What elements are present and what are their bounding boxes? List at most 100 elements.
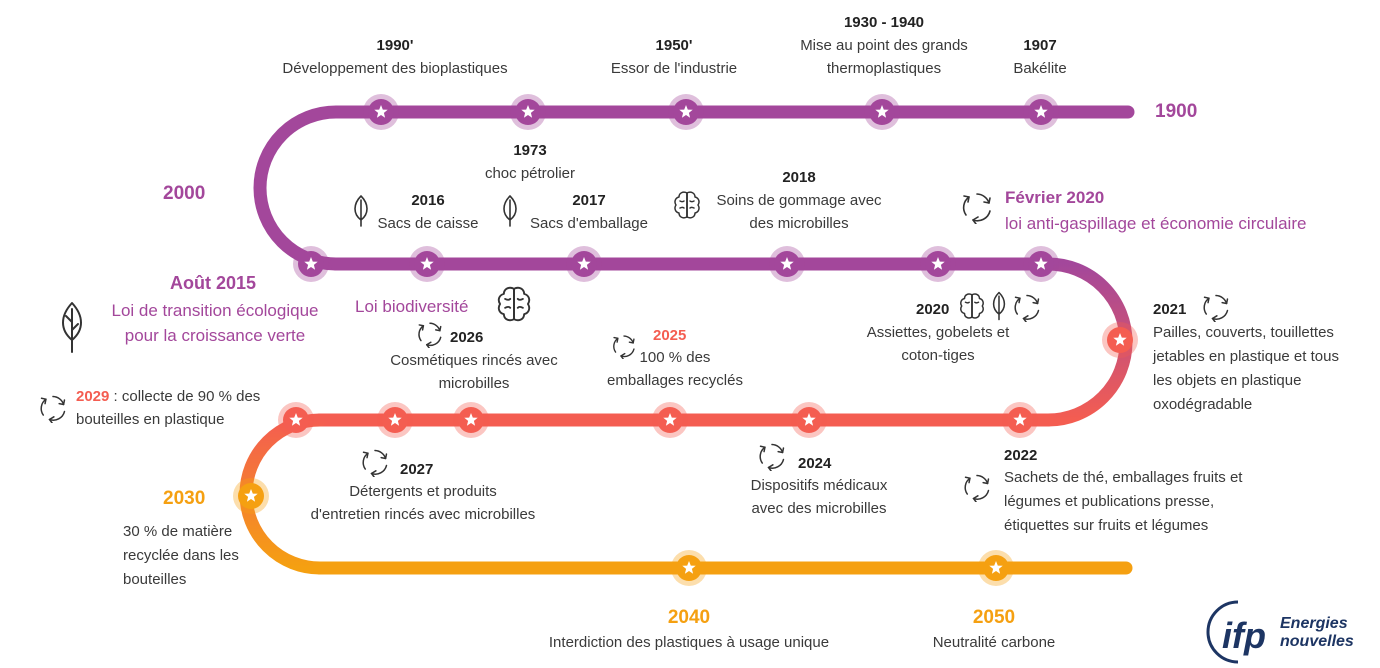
milestone-2020-text: Assiettes, gobelets et coton-tiges	[852, 321, 1024, 367]
milestone-text: Essor de l'industrie	[610, 60, 738, 77]
milestone-text-line: d'entretien rincés avec microbilles	[310, 506, 536, 523]
milestone-marker	[791, 402, 827, 438]
milestone-text-line: Soins de gommage avec	[716, 192, 882, 209]
logo-wordmark: Energies nouvelles	[1280, 615, 1354, 651]
milestone-text: Interdiction des plastiques à usage uniq…	[548, 634, 830, 651]
milestone-1990: 1990' Développement des bioplastiques	[266, 34, 524, 80]
milestone-text-line: Dispositifs médicaux	[750, 477, 888, 494]
year-2000: 2000	[163, 183, 206, 204]
milestone-fevrier-2020: Février 2020 loi anti-gaspillage et écon…	[1005, 185, 1306, 237]
milestone-marker	[978, 550, 1014, 586]
logo-line: nouvelles	[1280, 633, 1354, 650]
milestone-marker	[278, 402, 314, 438]
milestone-marker	[652, 402, 688, 438]
milestone-2018: 2018 Soins de gommage avec des microbill…	[704, 166, 894, 235]
star-icon	[663, 413, 677, 426]
milestone-text-line: recyclée dans les	[123, 547, 239, 564]
milestone-2026-year: 2026	[450, 329, 484, 346]
milestone-text: Sacs d'emballage	[530, 215, 648, 232]
milestone-text: : collecte de 90 % des	[109, 388, 261, 405]
logo-mark-text: ifp	[1222, 615, 1266, 656]
recycle-icon	[613, 335, 635, 359]
milestone-marker	[1023, 246, 1059, 282]
milestone-2050: 2050 Neutralité carbone	[914, 605, 1074, 654]
recycle-icon	[1203, 294, 1229, 322]
milestone-1907: 1907 Bakélite	[1004, 34, 1076, 80]
star-icon	[682, 561, 696, 574]
milestone-marker	[233, 478, 269, 514]
milestone-text-line: avec des microbilles	[751, 500, 887, 517]
star-icon	[388, 413, 402, 426]
milestone-text: loi anti-gaspillage et économie circulai…	[1005, 214, 1307, 233]
milestone-text-line: microbilles	[438, 375, 510, 392]
milestone-text-line: pour la croissance verte	[124, 326, 306, 345]
milestone-2027-year: 2027	[400, 461, 434, 478]
milestone-text-line: emballages recyclés	[607, 372, 743, 389]
milestone-loi-biodiversite: Loi biodiversité	[355, 297, 469, 316]
star-icon	[577, 257, 591, 270]
milestone-marker	[453, 402, 489, 438]
milestone-aout-2015-text: Loi de transition écologique pour la cro…	[92, 298, 338, 348]
milestone-marker	[566, 246, 602, 282]
milestone-marker	[293, 246, 329, 282]
star-icon	[420, 257, 434, 270]
milestone-text-line: Cosmétiques rincés avec	[390, 352, 558, 369]
star-icon	[875, 105, 889, 118]
milestone-2024-text: Dispositifs médicaux avec des microbille…	[734, 474, 904, 520]
star-icon	[1013, 413, 1027, 426]
star-icon	[374, 105, 388, 118]
star-icon	[1113, 333, 1127, 346]
star-icon	[1034, 257, 1048, 270]
recycle-icon	[1014, 294, 1040, 322]
milestone-text-line: légumes et publications presse,	[1004, 493, 1215, 510]
milestone-marker	[363, 94, 399, 130]
brain-icon	[497, 286, 531, 322]
milestone-text-line: 2029 : collecte de 90 % des	[76, 385, 260, 408]
milestone-year: Février 2020	[1005, 188, 1105, 207]
milestone-2024-year: 2024	[798, 455, 832, 472]
milestone-marker	[1102, 322, 1138, 358]
star-icon	[780, 257, 794, 270]
leaf-icon	[354, 195, 368, 227]
milestone-text: Neutralité carbone	[932, 634, 1056, 651]
milestone-text-line: 30 % de matière	[123, 523, 233, 540]
milestone-text: Développement des bioplastiques	[282, 60, 508, 77]
star-icon	[989, 561, 1003, 574]
milestone-text-line: jetables en plastique et tous	[1153, 348, 1339, 365]
milestone-text-line: Sachets de thé, emballages fruits et	[1004, 469, 1243, 486]
leaf-icon	[992, 291, 1006, 321]
brain-icon	[674, 191, 700, 219]
milestone-marker	[769, 246, 805, 282]
milestone-text-line: Pailles, couverts, touillettes	[1153, 324, 1334, 341]
milestone-year: 2050	[972, 607, 1016, 628]
logo-line: Energies	[1280, 615, 1348, 632]
milestone-2030-year: 2030	[163, 488, 206, 509]
milestone-2020-year: 2020	[916, 301, 950, 318]
milestone-2026-text: Cosmétiques rincés avec microbilles	[374, 349, 574, 395]
milestone-text-line: les objets en plastique	[1153, 372, 1302, 389]
milestone-marker	[377, 402, 413, 438]
leaf-icon	[62, 302, 82, 353]
milestone-text-line: Loi de transition écologique	[111, 301, 319, 320]
milestone-1950: 1950' Essor de l'industrie	[598, 34, 750, 80]
star-icon	[802, 413, 816, 426]
milestone-year: 1930 - 1940	[843, 14, 925, 31]
star-icon	[304, 257, 318, 270]
milestone-text-line: étiquettes sur fruits et légumes	[1004, 517, 1209, 534]
star-icon	[244, 489, 258, 502]
milestone-2027-text: Détergents et produits d'entretien rincé…	[290, 480, 556, 526]
milestone-text: Sacs de caisse	[377, 215, 479, 232]
milestone-marker	[510, 94, 546, 130]
milestone-text-line: des microbilles	[749, 215, 849, 232]
milestone-1973: 1973 choc pétrolier	[472, 139, 588, 185]
milestone-marker	[920, 246, 956, 282]
recycle-icon	[962, 193, 991, 224]
milestone-marker	[409, 246, 445, 282]
milestone-year: 2018	[782, 169, 816, 186]
milestone-2016: 2016 Sacs de caisse	[370, 189, 486, 235]
milestone-text-line: Mise au point des grands	[800, 37, 968, 54]
leaf-icon	[503, 195, 517, 227]
milestone-year: 2040	[667, 607, 711, 628]
